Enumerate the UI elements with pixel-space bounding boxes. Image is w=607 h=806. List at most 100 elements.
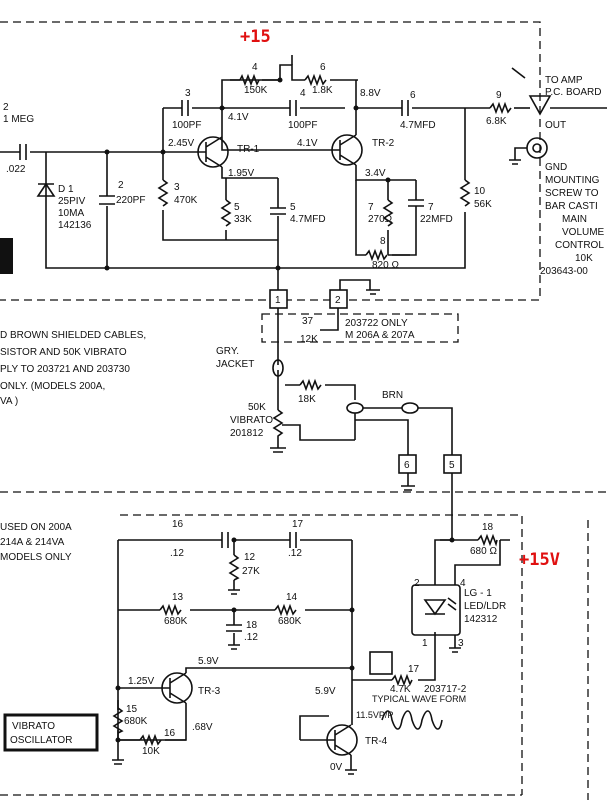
gry-label: GRY. <box>216 346 239 357</box>
c5-val: 4.7MFD <box>290 214 326 225</box>
block-label-1: VIBRATO <box>12 721 55 732</box>
r3-val: 470K <box>174 195 198 206</box>
dashed-boundaries <box>0 21 607 800</box>
lg1-part: 142312 <box>464 614 498 625</box>
wave-amplitude: 11.5VP/P <box>356 710 393 720</box>
wave-label: TYPICAL WAVE FORM <box>372 694 466 704</box>
r3-num: 3 <box>174 182 180 193</box>
junction-dots <box>104 77 455 743</box>
r10-val: 56K <box>474 199 492 210</box>
note-line-1: D BROWN SHIELDED CABLES, <box>0 330 146 341</box>
mounting-6: CONTROL <box>555 240 604 251</box>
r17-val: 4.7K <box>390 684 411 695</box>
lg1-name: LG - 1 <box>464 588 492 599</box>
r6-num: 6 <box>320 62 326 73</box>
r7-val: 270Ω <box>368 214 393 225</box>
note-line-5: VA ) <box>0 396 18 407</box>
r5-val: 33K <box>234 214 252 225</box>
edge-tab <box>0 238 13 274</box>
mounting-1: MOUNTING <box>545 175 600 186</box>
cable-wiring <box>270 308 453 540</box>
pin-3: 3 <box>458 638 464 649</box>
v-tr1-col: 4.1V <box>228 112 249 123</box>
c3-num: 3 <box>185 88 191 99</box>
r37-val: 12K <box>300 334 318 345</box>
mounting-7: 10K <box>575 253 593 264</box>
vibrato-oscillator-block: VIBRATO OSCILLATOR <box>3 713 99 752</box>
c17-val: .12 <box>288 548 302 559</box>
terminal-6-label: 6 <box>404 460 410 471</box>
r18k-label: 18K <box>298 394 316 405</box>
pc-board-label: P.C. BOARD <box>545 87 602 98</box>
supply-label-right: +15V <box>519 550 560 570</box>
jacket-label: JACKET <box>216 359 254 370</box>
block-label-2: OSCILLATOR <box>10 735 72 746</box>
preamp-wiring <box>0 55 530 295</box>
r13-val: 680K <box>164 616 188 627</box>
v-tr2-col: 8.8V <box>360 88 381 99</box>
pot-part: 201812 <box>230 428 264 439</box>
r37-num: 37 <box>302 316 314 327</box>
pin-2: 2 <box>414 578 420 589</box>
c6-num: 6 <box>410 90 416 101</box>
pot-name: VIBRATO <box>230 415 273 426</box>
used-on-1: USED ON 200A <box>0 522 72 533</box>
mounting-3: BAR CASTI <box>545 201 598 212</box>
mounting-8: 203643-00 <box>540 266 588 277</box>
terminal-5-label: 5 <box>449 460 455 471</box>
r14-val: 680K <box>278 616 302 627</box>
brn-label: BRN <box>382 390 403 401</box>
gnd-label: GND <box>545 162 567 173</box>
r13-num: 13 <box>172 592 184 603</box>
d1-v: 25PIV <box>58 196 86 207</box>
r4-val: 150K <box>244 85 268 96</box>
c2-num: 2 <box>118 180 124 191</box>
v-tr2-base: 4.1V <box>297 138 318 149</box>
r12-num: 12 <box>244 552 256 563</box>
c3-val: 100PF <box>172 120 201 131</box>
r10-num: 10 <box>474 186 486 197</box>
r18-val: 680 Ω <box>470 546 497 557</box>
c4-num: 4 <box>300 88 306 99</box>
r14-num: 14 <box>286 592 298 603</box>
r5-num: 5 <box>234 202 240 213</box>
tr3-label: TR-3 <box>198 686 221 697</box>
v-tr4-base: 5.9V <box>315 686 336 697</box>
terminal-2-label: 2 <box>335 295 341 306</box>
r2-num: 2 <box>3 102 9 113</box>
c17-num: 17 <box>292 519 304 530</box>
r15-num: 15 <box>126 704 138 715</box>
tr2-label: TR-2 <box>372 138 395 149</box>
mounting-4: MAIN <box>562 214 587 225</box>
tr1-label: TR-1 <box>237 144 260 155</box>
c4-val: 100PF <box>288 120 317 131</box>
lg1-type: LED/LDR <box>464 601 506 612</box>
c16-val: .12 <box>170 548 184 559</box>
terminal-1-label: 1 <box>275 295 281 306</box>
part-number: 203717-2 <box>424 684 467 695</box>
c18-num: 18 <box>246 620 258 631</box>
r8-num: 8 <box>380 236 386 247</box>
r18-num: 18 <box>482 522 494 533</box>
v-tr3-col: 5.9V <box>198 656 219 667</box>
used-on-2: 214A & 214VA <box>0 537 65 548</box>
mounting-5: VOLUME <box>562 227 605 238</box>
r6-val: 1.8K <box>312 85 333 96</box>
out-label: OUT <box>545 120 566 131</box>
supply-label-top: +15 <box>240 27 271 47</box>
r9-val: 6.8K <box>486 116 507 127</box>
v-tr3-base: 1.25V <box>128 676 154 687</box>
r12-val: 27K <box>242 566 260 577</box>
pot-val: 50K <box>248 402 266 413</box>
pin-1: 1 <box>422 638 428 649</box>
r8-val: 820 Ω <box>372 260 399 271</box>
r9-num: 9 <box>496 90 502 101</box>
c5-num: 5 <box>290 202 296 213</box>
used-on-3: MODELS ONLY <box>0 552 72 563</box>
r15-val: 680K <box>124 716 148 727</box>
only-note-2: M 206A & 207A <box>345 330 415 341</box>
r7-num: 7 <box>368 202 374 213</box>
r2-val: 1 MEG <box>3 114 34 125</box>
c18-val: .12 <box>244 632 258 643</box>
